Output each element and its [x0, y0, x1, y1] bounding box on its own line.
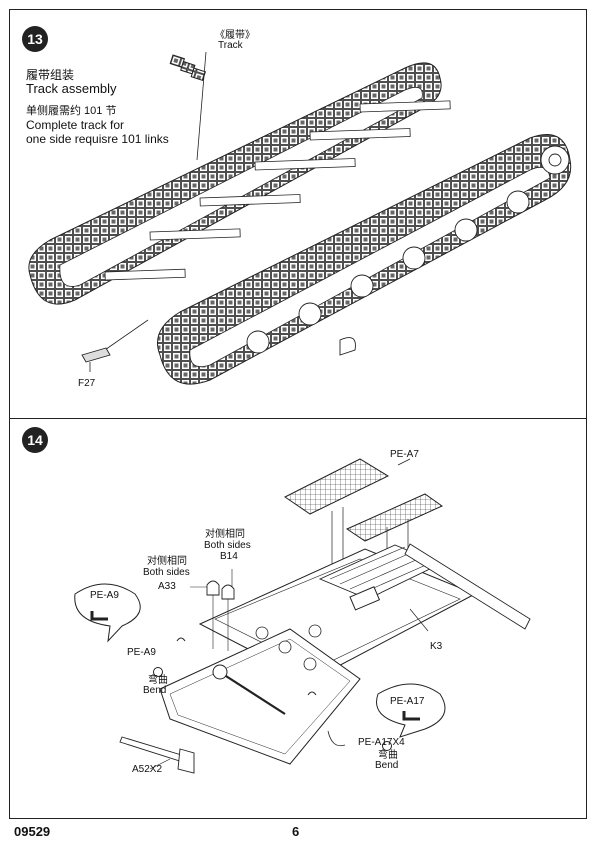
part-label-k3: K3: [430, 641, 443, 652]
track-link-sample: [169, 54, 207, 82]
bend-en-2: Bend: [375, 760, 399, 771]
track-assembly-drawing: [28, 51, 572, 385]
bubble-label-pe-a17: PE-A17: [390, 696, 425, 707]
part-label-pe-a17x4: PE-A17X4: [358, 737, 405, 748]
track-label-en: Track: [218, 40, 243, 51]
note-en-line1: Complete track for: [26, 118, 125, 132]
both-sides-cn-2: 对侧相同: [147, 556, 187, 567]
part-label-b14: B14: [220, 551, 238, 562]
page-number: 6: [292, 824, 300, 839]
track-label-cn: 《履带》: [215, 30, 255, 41]
part-label-pe-a7: PE-A7: [390, 449, 419, 460]
part-label-a52x2: A52X2: [132, 764, 163, 775]
part-label-a33: A33: [158, 581, 176, 592]
bend-cn-2: 弯曲: [378, 750, 398, 761]
title-cn: 履带组装: [26, 68, 75, 82]
both-sides-en-1: Both sides: [204, 540, 251, 551]
title-en: Track assembly: [26, 81, 117, 96]
both-sides-en-2: Both sides: [143, 567, 190, 578]
both-sides-cn-1: 对侧相同: [205, 529, 245, 540]
bend-en-1: Bend: [143, 685, 167, 696]
step-number-14: 14: [22, 427, 48, 453]
step-number-13: 13: [22, 26, 48, 52]
bubble-label-pe-a9: PE-A9: [90, 590, 119, 601]
hull-underside-drawing: [74, 458, 531, 774]
note-cn: 单侧履需约 101 节: [26, 105, 117, 117]
step-14-panel: 14: [9, 418, 587, 819]
part-label-f27: F27: [78, 378, 96, 389]
product-code: 09529: [14, 824, 51, 839]
step-13-panel: 13 履带组装 Track assembly 单侧履需约 101 节 Compl…: [9, 9, 587, 419]
note-en-line2: one side requisre 101 links: [26, 132, 169, 146]
part-label-pe-a9: PE-A9: [127, 647, 156, 658]
bend-cn-1: 弯曲: [148, 675, 168, 686]
